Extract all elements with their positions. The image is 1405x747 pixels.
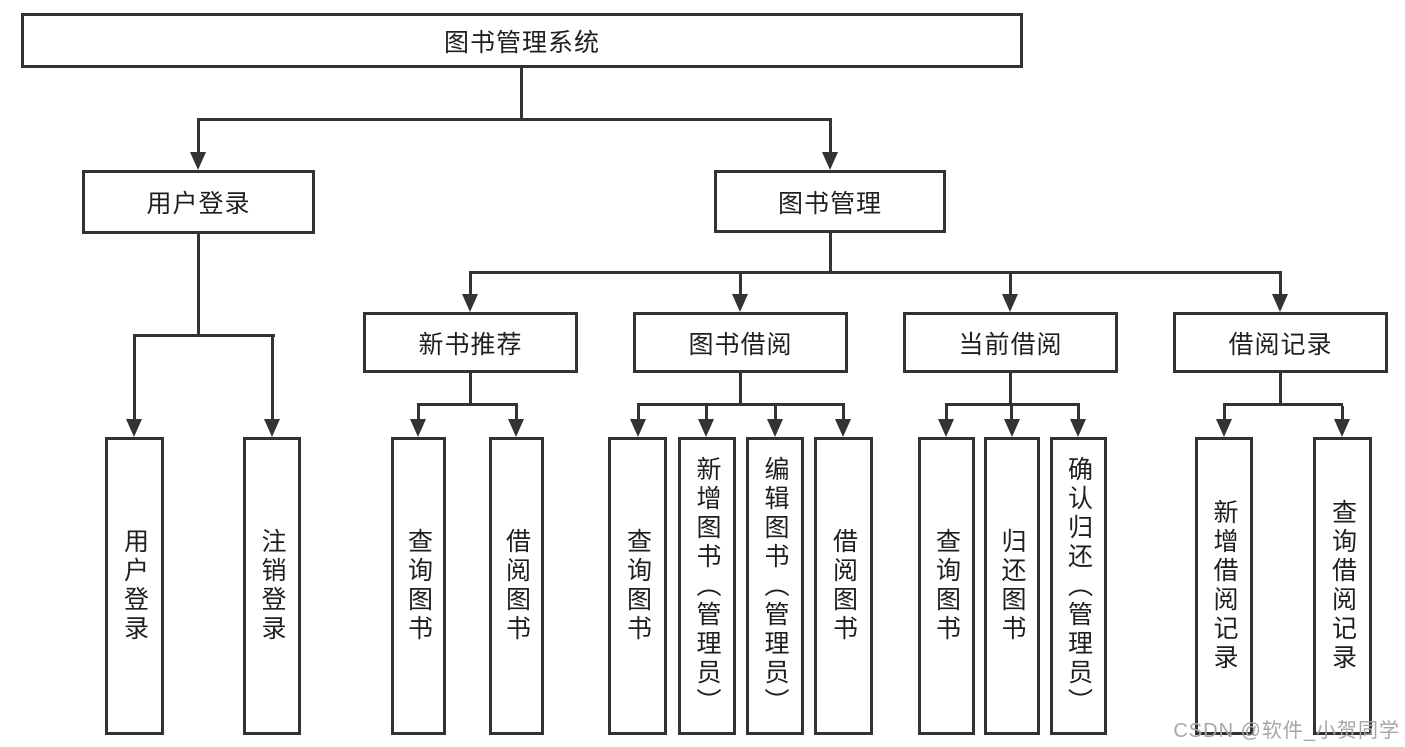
connector-line (133, 334, 275, 337)
arrow-down-icon (732, 294, 748, 312)
node-book-management: 图书管理 (714, 170, 946, 233)
connector-line (705, 406, 708, 422)
connector-line (1223, 403, 1343, 406)
leaf-borrow-book-1: 借阅图书 (489, 437, 544, 735)
leaf-borrow-book-2: 借阅图书 (814, 437, 873, 735)
arrow-down-icon (767, 419, 783, 437)
node-label: 查询图书 (932, 528, 961, 644)
leaf-user-login: 用户登录 (105, 437, 164, 735)
leaf-confirm-return: 确认归还（管理员） (1050, 437, 1107, 735)
connector-line (829, 121, 832, 155)
arrow-down-icon (410, 419, 426, 437)
connector-line (469, 373, 472, 406)
connector-line (1009, 373, 1012, 406)
connector-line (271, 337, 274, 423)
connector-line (842, 406, 845, 422)
arrow-down-icon (822, 152, 838, 170)
watermark-text: CSDN @软件_小贺同学 (1173, 720, 1400, 742)
connector-line (1010, 406, 1013, 422)
connector-line (739, 373, 742, 406)
connector-line (945, 403, 1080, 406)
leaf-logout: 注销登录 (243, 437, 301, 735)
node-label: 注销登录 (258, 528, 286, 644)
arrow-down-icon (1002, 294, 1018, 312)
connector-line (133, 337, 136, 423)
node-new-book-recommend: 新书推荐 (363, 312, 578, 373)
connector-line (945, 406, 948, 422)
leaf-query-book-2: 查询图书 (608, 437, 667, 735)
arrow-down-icon (462, 294, 478, 312)
node-label: 借阅记录 (1228, 330, 1333, 359)
arrow-down-icon (508, 419, 524, 437)
connector-line (1009, 274, 1012, 296)
leaf-edit-book: 编辑图书（管理员） (746, 437, 804, 735)
connector-line (637, 403, 845, 406)
node-user-login: 用户登录 (82, 170, 315, 234)
connector-line (417, 406, 420, 422)
arrow-down-icon (698, 419, 714, 437)
connector-line (774, 406, 777, 422)
node-label: 借阅图书 (829, 528, 858, 644)
node-label: 用户登录 (120, 528, 149, 644)
arrow-down-icon (1216, 419, 1232, 437)
node-label: 新书推荐 (418, 330, 523, 359)
arrow-down-icon (1334, 419, 1350, 437)
arrow-down-icon (190, 152, 206, 170)
arrow-down-icon (126, 419, 142, 437)
connector-line (520, 68, 523, 121)
leaf-add-book: 新增图书（管理员） (678, 437, 736, 735)
node-label: 图书借阅 (688, 330, 793, 359)
connector-line (469, 274, 472, 296)
arrow-down-icon (1004, 419, 1020, 437)
connector-line (829, 233, 832, 274)
node-label: 当前借阅 (958, 330, 1063, 359)
node-label: 编辑图书（管理员） (761, 455, 789, 717)
connector-line (197, 121, 200, 155)
node-label: 查询借阅记录 (1328, 499, 1357, 673)
arrow-down-icon (835, 419, 851, 437)
node-label: 图书管理系统 (443, 28, 600, 57)
connector-line (1279, 274, 1282, 296)
node-root: 图书管理系统 (21, 13, 1023, 68)
connector-line (637, 406, 640, 422)
arrow-down-icon (1070, 419, 1086, 437)
leaf-query-book-3: 查询图书 (918, 437, 975, 735)
leaf-return-book: 归还图书 (984, 437, 1040, 735)
connector-line (1341, 406, 1344, 422)
node-label: 归还图书 (998, 528, 1026, 644)
node-label: 查询图书 (623, 528, 652, 644)
node-label: 用户登录 (146, 190, 251, 218)
arrow-down-icon (1272, 294, 1288, 312)
connector-line (1279, 373, 1282, 406)
connector-line (1223, 406, 1226, 422)
arrow-down-icon (264, 419, 280, 437)
arrow-down-icon (938, 419, 954, 437)
connector-line (1077, 406, 1080, 422)
node-label: 图书管理 (777, 189, 882, 218)
node-current-borrow: 当前借阅 (903, 312, 1118, 373)
node-borrow-records: 借阅记录 (1173, 312, 1388, 373)
node-label: 新增图书（管理员） (693, 455, 721, 717)
node-label: 查询图书 (404, 528, 433, 644)
connector-line (469, 271, 1282, 274)
connector-line (197, 118, 832, 121)
leaf-query-borrow-record: 查询借阅记录 (1313, 437, 1372, 735)
leaf-add-borrow-record: 新增借阅记录 (1195, 437, 1253, 735)
connector-line (197, 234, 200, 337)
connector-line (739, 274, 742, 296)
arrow-down-icon (630, 419, 646, 437)
node-label: 借阅图书 (502, 528, 531, 644)
node-label: 新增借阅记录 (1210, 499, 1238, 673)
connector-line (515, 406, 518, 422)
connector-line (417, 403, 518, 406)
node-book-borrow: 图书借阅 (633, 312, 848, 373)
leaf-query-book-1: 查询图书 (391, 437, 446, 735)
node-label: 确认归还（管理员） (1064, 455, 1093, 717)
